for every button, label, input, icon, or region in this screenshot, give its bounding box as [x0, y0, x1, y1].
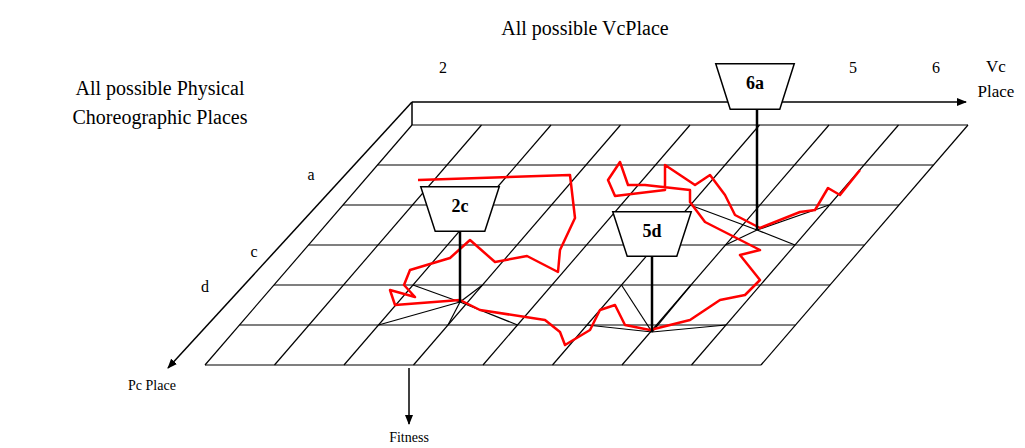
trapezoid-marker: 6a — [715, 63, 795, 110]
trapezoid-marker: 2c — [420, 186, 500, 232]
axis-label: 2 — [428, 56, 458, 79]
marker-stems — [460, 108, 757, 332]
axis-label: 6 — [921, 56, 951, 79]
axes — [168, 102, 966, 424]
axis-label: Vc Place — [973, 55, 1019, 104]
axis-label: 5 — [838, 56, 868, 79]
axis-label: Fitness — [374, 428, 444, 448]
grid-surface — [205, 125, 968, 365]
axis-label: All possible VcPlace — [455, 14, 715, 43]
axis-label: All possible Physical Choreographic Plac… — [43, 74, 278, 132]
trapezoid-shape — [613, 212, 692, 257]
trapezoid-marker: 5d — [612, 211, 692, 257]
axis-label: d — [190, 275, 220, 298]
axis-label: Pc Place — [128, 376, 176, 396]
trapezoid-shape — [716, 64, 795, 110]
node-label: 6a — [746, 73, 764, 94]
search-path — [390, 162, 860, 345]
axis-label: a — [296, 163, 326, 186]
node-label: 2c — [452, 196, 469, 217]
node-label: 5d — [642, 221, 661, 242]
axis-label: c — [239, 240, 269, 263]
trapezoid-shape — [421, 187, 500, 232]
